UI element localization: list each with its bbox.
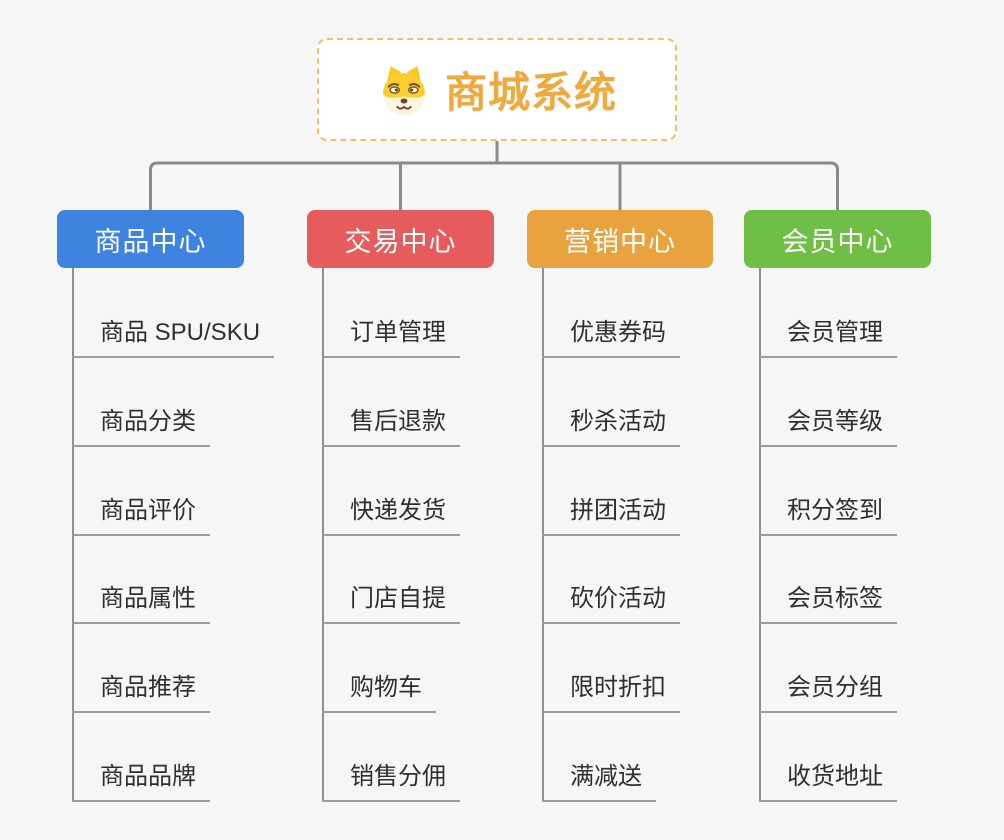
leaf-node[interactable]: 售后退款 [322, 405, 460, 447]
leaf-node[interactable]: 会员分组 [759, 671, 897, 713]
dog-face-icon [382, 65, 426, 115]
leaf-node[interactable]: 商品分类 [72, 405, 210, 447]
leaf-node[interactable]: 商品评价 [72, 494, 210, 536]
branch-node[interactable]: 交易中心 [307, 210, 494, 268]
branch-column: 交易中心订单管理售后退款快递发货门店自提购物车销售分佣 [307, 210, 494, 810]
leaf-node[interactable]: 会员管理 [759, 316, 897, 358]
leaf-node[interactable]: 购物车 [322, 671, 436, 713]
leaf-node[interactable]: 收货地址 [759, 760, 897, 802]
leaf-node[interactable]: 门店自提 [322, 582, 460, 624]
leaf-node[interactable]: 会员标签 [759, 582, 897, 624]
branch-node[interactable]: 会员中心 [744, 210, 931, 268]
leaf-node[interactable]: 订单管理 [322, 316, 460, 358]
root-node[interactable]: 商城系统 [317, 38, 677, 141]
leaf-node[interactable]: 商品属性 [72, 582, 210, 624]
leaf-node[interactable]: 快递发货 [322, 494, 460, 536]
leaf-node[interactable]: 拼团活动 [542, 494, 680, 536]
root-title: 商城系统 [444, 69, 617, 116]
leaf-node[interactable]: 销售分佣 [322, 760, 460, 802]
leaf-node[interactable]: 秒杀活动 [542, 405, 680, 447]
leaf-node[interactable]: 商品推荐 [72, 671, 210, 713]
leaf-node[interactable]: 限时折扣 [542, 671, 680, 713]
leaf-node[interactable]: 满减送 [542, 760, 656, 802]
leaf-node[interactable]: 商品品牌 [72, 760, 210, 802]
branch-node[interactable]: 营销中心 [527, 210, 713, 268]
branch-column: 营销中心优惠券码秒杀活动拼团活动砍价活动限时折扣满减送 [527, 210, 713, 810]
branch-node[interactable]: 商品中心 [57, 210, 244, 268]
branch-column: 会员中心会员管理会员等级积分签到会员标签会员分组收货地址 [744, 210, 931, 810]
leaf-node[interactable]: 砍价活动 [542, 582, 680, 624]
leaf-node[interactable]: 优惠券码 [542, 316, 680, 358]
branch-column: 商品中心商品 SPU/SKU 商品分类商品评价商品属性商品推荐商品品牌 [57, 210, 275, 810]
leaf-node[interactable]: 商品 SPU/SKU [72, 316, 275, 358]
leaf-node[interactable]: 会员等级 [759, 405, 897, 447]
leaf-node[interactable]: 积分签到 [759, 494, 897, 536]
